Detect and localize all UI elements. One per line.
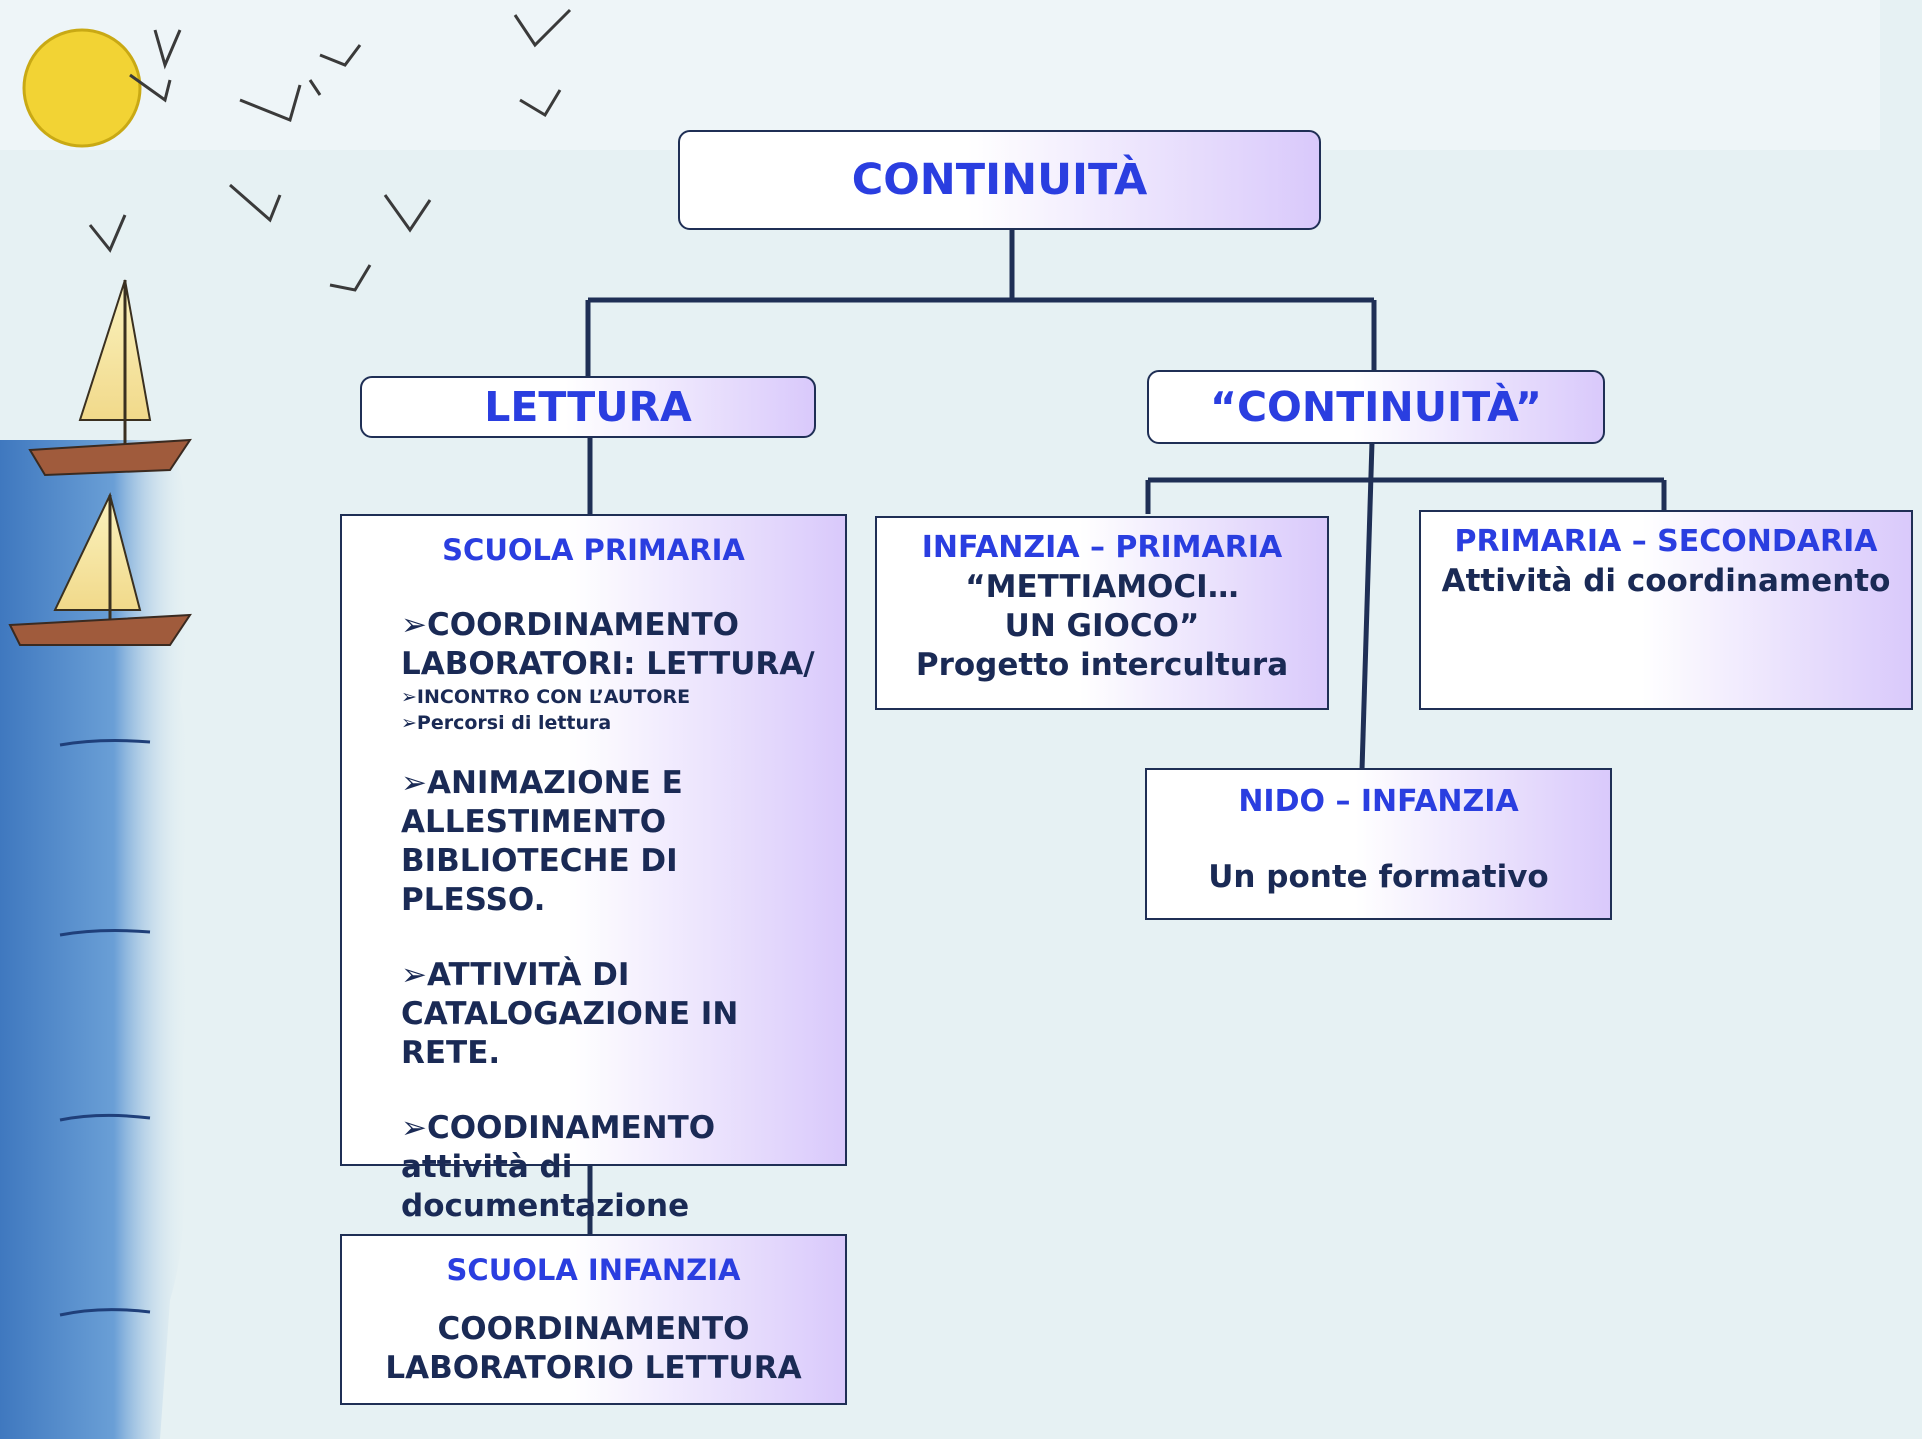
lettura-node: LETTURA [360,376,816,438]
infanzia-primaria-node: INFANZIA – PRIMARIA “METTIAMOCI…UN GIOCO… [875,516,1329,710]
primaria-secondaria-title: PRIMARIA – SECONDARIA [1454,524,1878,559]
list-item: ➢ANIMAZIONE E ALLESTIMENTO BIBLIOTECHE D… [401,765,683,918]
nido-infanzia-node: NIDO – INFANZIA Un ponte formativo [1145,768,1612,920]
scuola-primaria-node: SCUOLA PRIMARIA ➢COORDINAMENTO LABORATOR… [340,514,847,1224]
lettura-node-label: LETTURA [484,383,692,431]
scuola-infanzia-node: SCUOLA INFANZIA COORDINAMENTO LABORATORI… [340,1234,847,1405]
list-item: ➢ATTIVITÀ DI CATALOGAZIONE IN RETE. [401,957,739,1071]
list-item: ➢INCONTRO CON L’AUTORE [401,686,691,708]
sun-icon [22,28,142,148]
continuita-node: “CONTINUITÀ” [1147,370,1605,444]
continuita-node-label: “CONTINUITÀ” [1210,383,1542,431]
wave-lines [59,739,151,1317]
scuola-primaria-title: SCUOLA PRIMARIA [442,533,745,567]
infanzia-primaria-title: INFANZIA – PRIMARIA [921,530,1283,565]
list-item: ➢Percorsi di lettura [401,712,612,734]
infanzia-primaria-project: “METTIAMOCI…UN GIOCO” [965,569,1239,644]
list-item: ➢COORDINAMENTO LABORATORI: LETTURA/ [401,607,815,682]
nido-infanzia-title: NIDO – INFANZIA [1238,784,1519,819]
scuola-infanzia-title: SCUOLA INFANZIA [446,1253,741,1287]
birds-icon [88,8,572,292]
infanzia-primaria-subtitle: Progetto intercultura [915,647,1289,683]
sailboat-icon [28,279,192,477]
nido-infanzia-text: Un ponte formativo [1208,859,1549,895]
list-item: ➢COODINAMENTO attività di documentazione [401,1110,716,1224]
root-node-label: CONTINUITÀ [851,155,1148,205]
scuola-infanzia-text: COORDINAMENTO LABORATORIO LETTURA [385,1311,802,1386]
sea-strip [0,440,190,1439]
primaria-secondaria-text: Attività di coordinamento [1441,563,1891,599]
sailboat-icon [8,492,192,646]
primaria-secondaria-node: PRIMARIA – SECONDARIA Attività di coordi… [1419,510,1913,710]
root-node: CONTINUITÀ [678,130,1321,230]
